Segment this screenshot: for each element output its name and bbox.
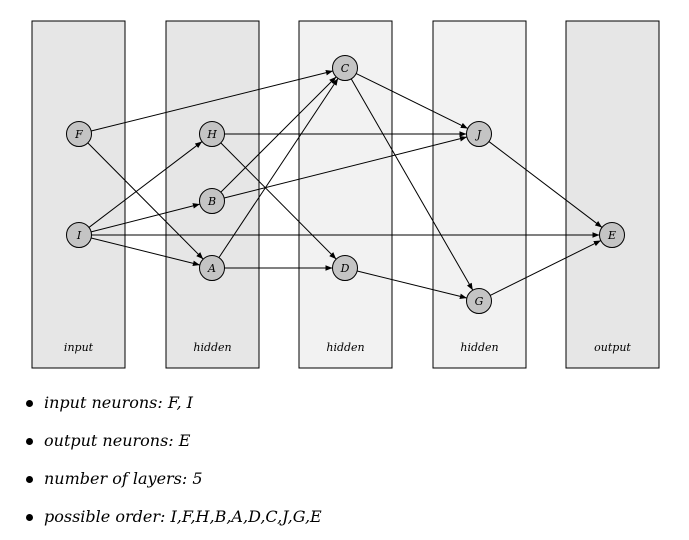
node-D: D	[332, 255, 358, 281]
layer-output-5: output	[565, 20, 660, 369]
node-circle	[199, 255, 225, 281]
edge-C-J	[355, 73, 469, 129]
layer-column	[432, 20, 527, 369]
facts-list: input neurons: F, I output neurons: E nu…	[24, 384, 322, 536]
node-label: F	[74, 128, 83, 141]
layer-hidden-4: hidden	[432, 20, 527, 369]
node-circle	[332, 55, 358, 81]
edge-B-C	[220, 76, 337, 193]
edge-A-C	[218, 78, 339, 258]
fact-text: possible order: I,F,H,B,A,D,C,J,G,E	[44, 507, 322, 526]
layer-label: hidden	[326, 341, 364, 354]
node-G: G	[466, 288, 492, 314]
node-circle	[466, 121, 492, 147]
layer-hidden-2: hidden	[165, 20, 260, 369]
layer-column	[565, 20, 660, 369]
node-H: H	[199, 121, 225, 147]
edge-D-G	[357, 270, 467, 300]
node-circle	[66, 222, 92, 248]
node-circle	[199, 188, 225, 214]
node-label: E	[607, 229, 616, 242]
node-C: C	[332, 55, 358, 81]
layer-column	[165, 20, 260, 369]
layers: input hidden hidden hidden output	[31, 20, 660, 369]
layer-label: output	[594, 341, 631, 354]
node-label: D	[340, 262, 350, 275]
node-label: I	[76, 229, 82, 242]
node-J: J	[466, 121, 492, 147]
bullet-icon	[26, 399, 33, 407]
node-I: I	[66, 222, 92, 248]
edge-B-J	[224, 136, 467, 199]
node-A: A	[199, 255, 225, 281]
node-circle	[466, 288, 492, 314]
fact-text: output neurons: E	[44, 431, 191, 450]
node-label: C	[341, 62, 350, 75]
edge-C-G	[350, 78, 474, 291]
edge-J-E	[488, 141, 603, 228]
bullet-icon	[26, 475, 33, 483]
edge-F-A	[87, 142, 204, 260]
node-B: B	[199, 188, 225, 214]
layer-column	[31, 20, 126, 369]
node-circle	[599, 222, 625, 248]
layer-label: hidden	[193, 341, 231, 354]
layer-input-1: input	[31, 20, 126, 369]
node-label: B	[207, 195, 216, 208]
edges	[87, 69, 603, 300]
edge-F-C	[91, 69, 333, 132]
node-label: H	[206, 128, 217, 141]
fact-text: number of layers: 5	[44, 469, 203, 488]
neural-network-diagram: input hidden hidden hidden output F I H B A C D J G E	[31, 20, 660, 369]
fact-text: input neurons: F, I	[44, 393, 193, 412]
node-F: F	[66, 121, 92, 147]
layer-label: hidden	[460, 341, 498, 354]
fact-item-input-neurons: input neurons: F, I	[24, 384, 322, 422]
bullet-icon	[26, 513, 33, 521]
node-label: A	[207, 262, 216, 275]
node-circle	[66, 121, 92, 147]
edge-G-E	[489, 240, 602, 296]
bullet-icon	[26, 437, 33, 445]
edge-H-D	[220, 142, 337, 260]
fact-item-number-of-layers: number of layers: 5	[24, 460, 322, 498]
edge-I-A	[91, 237, 200, 267]
nodes: F I H B A C D J G E	[66, 55, 625, 314]
layer-label: input	[64, 341, 94, 354]
node-label: G	[475, 295, 484, 308]
node-E: E	[599, 222, 625, 248]
node-circle	[199, 121, 225, 147]
node-label: J	[475, 128, 482, 141]
fact-item-possible-order: possible order: I,F,H,B,A,D,C,J,G,E	[24, 498, 322, 536]
edge-I-H	[88, 141, 203, 228]
node-circle	[332, 255, 358, 281]
fact-item-output-neurons: output neurons: E	[24, 422, 322, 460]
edge-I-B	[90, 203, 201, 233]
